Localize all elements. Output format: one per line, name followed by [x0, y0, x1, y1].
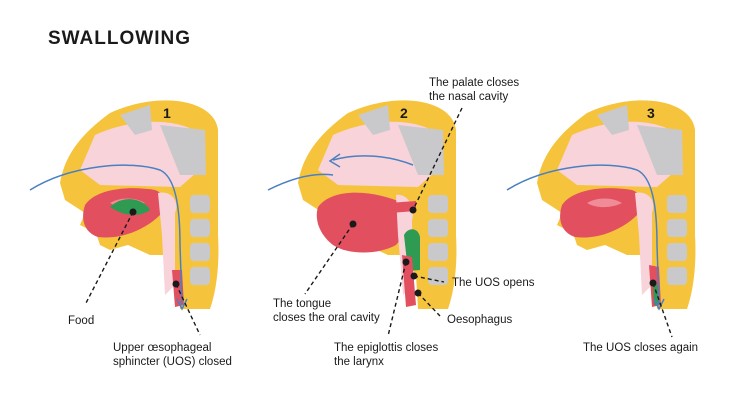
leader-epiglottis [387, 261, 407, 337]
vertebra [428, 267, 448, 285]
marker-dot [410, 272, 418, 280]
airflow-line [267, 173, 334, 191]
marker-dot [129, 208, 137, 216]
vertebra [667, 267, 687, 285]
label-epiglottis-2: the larynx [334, 356, 384, 368]
leader-uos-closed [175, 283, 201, 336]
marker-dot [172, 280, 180, 288]
oesophagus-wall [402, 255, 416, 307]
head-cross-section-3 [506, 100, 696, 311]
vertebra [428, 195, 448, 213]
label-tongue-1: The tongue [273, 298, 332, 310]
panel-step-2 [267, 95, 488, 325]
marker-dot [402, 258, 410, 266]
panel-step-3 [506, 95, 727, 325]
marker-dot [649, 279, 657, 287]
leader-uos-opens [413, 275, 445, 283]
skull-base [637, 125, 683, 175]
arrow-head-icon [176, 298, 188, 311]
vertebra [190, 267, 210, 285]
leader-food [85, 211, 134, 304]
label-food: Food [68, 315, 95, 327]
label-uos-closed-1: Upper œsophageal [113, 342, 212, 354]
arrow-head-icon [653, 298, 665, 311]
label-palate-2: the nasal cavity [429, 91, 509, 103]
vertebra [667, 219, 687, 237]
pharynx [635, 192, 654, 295]
marker-dot [414, 289, 422, 297]
leader-palate [412, 107, 463, 211]
tongue-highlight [587, 198, 622, 208]
vertebra [428, 219, 448, 237]
airflow-arrow [332, 155, 414, 166]
step-number-3: 3 [647, 105, 655, 121]
panel-step-1 [29, 95, 250, 325]
airflow-arrow [506, 164, 660, 306]
pharynx [158, 192, 177, 295]
skull-base [398, 125, 444, 175]
head-cross-section-1 [29, 100, 219, 311]
label-uos-opens: The UOS opens [452, 277, 535, 289]
label-palate-1: The palate closes [429, 77, 520, 89]
head-cross-section-2 [267, 100, 457, 309]
vertebra [667, 195, 687, 213]
step-number-2: 2 [400, 105, 408, 121]
food-bolus [110, 199, 150, 215]
airflow-arrow [29, 164, 183, 306]
arrow-head-icon [328, 153, 341, 168]
tongue [316, 192, 407, 253]
leader-uos-closes-again [652, 282, 673, 338]
page-title: SWALLOWING [48, 28, 191, 49]
soft-palate [388, 201, 416, 213]
leader-oesophagus [417, 292, 441, 317]
marker-dot [349, 220, 357, 228]
vertebra [190, 243, 210, 261]
label-oesophagus: Oesophagus [447, 314, 513, 326]
sinus [358, 105, 390, 135]
vertebra [190, 219, 210, 237]
marker-dot [409, 206, 417, 214]
sinus [120, 105, 152, 135]
label-uos-closes-again: The UOS closes again [583, 342, 699, 354]
vertebra [190, 195, 210, 213]
label-epiglottis-1: The epiglottis closes [334, 342, 439, 354]
vertebra [667, 243, 687, 261]
leader-tongue [304, 223, 354, 295]
skull-base [160, 125, 206, 175]
sinus [597, 105, 629, 135]
step-number-1: 1 [163, 105, 171, 121]
tongue [560, 188, 642, 238]
vertebra [428, 243, 448, 261]
label-tongue-2: closes the oral cavity [273, 312, 380, 324]
label-uos-closed-2: sphincter (UOS) closed [113, 356, 232, 368]
